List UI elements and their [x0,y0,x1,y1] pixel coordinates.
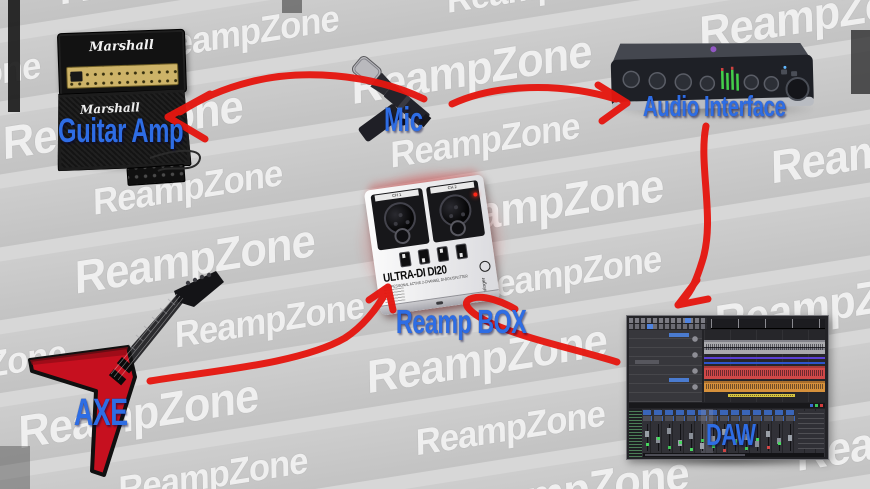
audio-clip-yellow[interactable] [728,394,795,397]
mixer-send-section [798,411,824,449]
xlr-pins [398,212,403,218]
daw-toolbar[interactable] [629,324,707,329]
amp-display [70,71,83,82]
switch [417,248,431,265]
inspector-chip [635,360,659,364]
daw-toolbar[interactable] [629,318,707,323]
label-daw: DAW [706,417,756,452]
watermark-text: ReampZone [0,332,67,404]
label-reamp-box: Reamp BOX [396,303,527,340]
mixer-channel-labels [643,410,795,415]
channel-2-label: CH 2 [430,181,475,194]
daw-transport-bar[interactable] [629,403,825,408]
mixer-fader-caps[interactable] [645,431,649,437]
switch [398,251,412,268]
mixer-master-meter [629,409,642,457]
audio-clip-orange[interactable] [704,381,825,392]
switch [436,245,450,263]
behringer-logo-mark [478,260,492,273]
photo-fragment [851,30,870,94]
amp-head-logo: Marshall [88,37,155,56]
behringer-logo: behringer [477,260,495,299]
mixer-scrollbar[interactable] [643,453,824,457]
inspector-chip [669,378,689,382]
photo-fragment [282,0,302,13]
audio-clip-red[interactable] [704,366,825,379]
label-guitar-amp: Guitar Amp [58,112,184,150]
photo-fragment [8,0,20,112]
mixer-channel-leds [646,443,649,446]
daw-track-inspector[interactable] [629,330,702,402]
daw-toolbar-active-button[interactable] [685,318,691,323]
reamp-fineprint [383,287,406,304]
label-axe: AXE [74,392,128,434]
daw-window [626,315,829,460]
watermark-text: ReampZone [699,0,870,60]
watermark-text: ReampZone [0,44,42,116]
xlr-pins [453,205,459,210]
reamp-box-photo: CH 1 CH 2 ULTRA-DI DI20 PROFESSIONAL ACT… [363,174,501,316]
midi-track-blue[interactable] [704,362,825,364]
daw-timeline-ruler[interactable] [711,319,825,329]
photo-fragment [0,446,30,489]
mixer-fader-slots [643,424,795,451]
watermark-text: ReampZone [415,392,606,464]
inspector-chip [669,333,689,337]
audio-clip-gray[interactable] [704,340,825,354]
power-led [473,192,478,197]
inspector-knobs[interactable] [691,334,700,398]
amp-control-panel [66,63,179,89]
mixer-channel-labels [643,416,795,421]
daw-toolbar-active-button[interactable] [647,324,653,329]
midi-track-purple[interactable] [704,357,825,359]
amp-head: Marshall [56,28,188,98]
label-audio-interface: Audio Interface [643,91,786,123]
switch [455,243,469,260]
watermark-text: ReampZone [174,284,364,357]
reamp-channel-2: CH 2 [425,180,486,243]
daw-track-area[interactable] [704,330,825,402]
daw-mixer[interactable] [629,409,825,457]
channel-1-label: CH 1 [374,189,419,202]
watermark-text: ReampZone [117,439,308,489]
label-mic: Mic [384,101,423,139]
reamp-channel-1: CH 1 [370,187,430,251]
